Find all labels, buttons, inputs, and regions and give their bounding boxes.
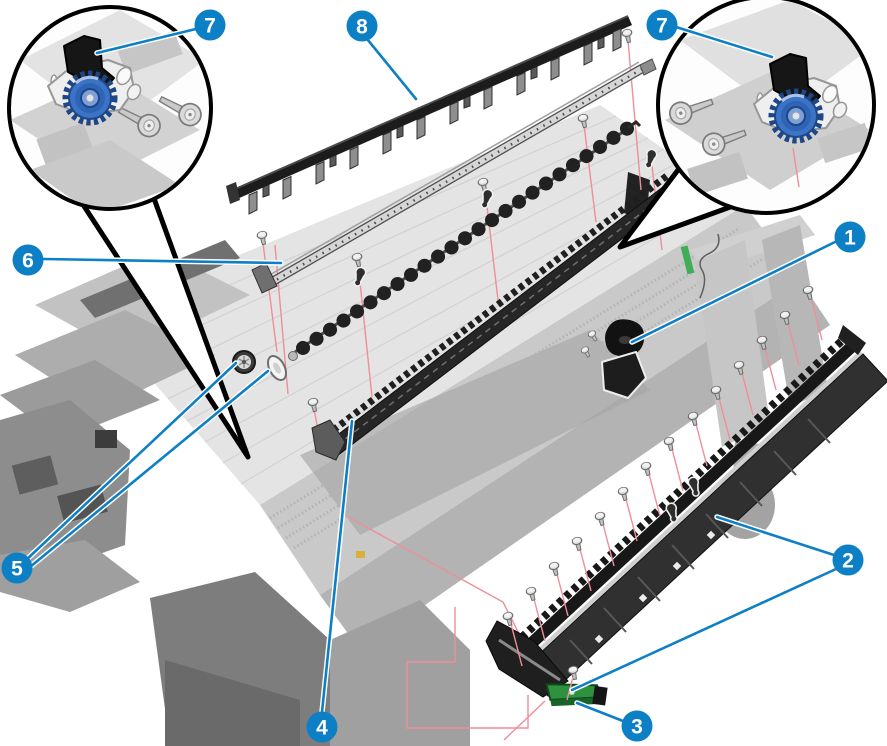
leader-8 bbox=[361, 32, 418, 101]
part-platen-2 bbox=[485, 325, 887, 698]
part-board-3 bbox=[545, 683, 608, 707]
leader-7-right bbox=[674, 25, 774, 59]
screws-part-2 bbox=[501, 284, 823, 667]
leader-6 bbox=[42, 257, 283, 265]
leader-2a bbox=[715, 515, 836, 557]
part-bar-4 bbox=[311, 172, 683, 461]
part-roller-shaft bbox=[288, 120, 642, 361]
callout-badge-2: 2 bbox=[832, 544, 864, 576]
callout-badge-4: 4 bbox=[306, 711, 338, 743]
leader-1 bbox=[630, 239, 839, 344]
callout-badge-6: 6 bbox=[12, 244, 44, 276]
svg-text:6: 6 bbox=[22, 250, 34, 273]
svg-text:3: 3 bbox=[631, 716, 643, 739]
shaft-end bbox=[288, 351, 298, 361]
detail-inset-right bbox=[656, 0, 876, 215]
leader-5b bbox=[28, 369, 270, 569]
leader-lines bbox=[23, 24, 840, 724]
svg-text:1: 1 bbox=[844, 227, 856, 250]
slots bbox=[594, 530, 716, 644]
callout-badge-3: 3 bbox=[621, 710, 653, 742]
green-strip bbox=[680, 245, 695, 275]
yellow-connector bbox=[356, 551, 365, 558]
svg-text:7: 7 bbox=[204, 15, 216, 38]
printer-chassis bbox=[0, 105, 830, 746]
svg-text:7: 7 bbox=[656, 15, 668, 38]
callout-badge-1: 1 bbox=[834, 221, 866, 253]
callout-badges: 7 8 7 1 6 5 2 4 3 bbox=[1, 9, 866, 743]
svg-text:8: 8 bbox=[356, 16, 368, 39]
leader-4 bbox=[320, 419, 354, 714]
shaft-hook bbox=[627, 120, 642, 130]
part-strip-6 bbox=[251, 58, 657, 294]
front-pegs bbox=[248, 27, 622, 215]
leader-5a bbox=[24, 361, 238, 562]
leader-2b bbox=[570, 567, 838, 692]
ribs bbox=[569, 418, 831, 665]
detail-inset-left bbox=[7, 5, 213, 211]
leader-3 bbox=[575, 701, 625, 723]
callout-badge-7-left: 7 bbox=[194, 9, 226, 41]
callout-badge-5: 5 bbox=[1, 552, 33, 584]
part-sensor-1 bbox=[579, 319, 647, 399]
callout-badge-8: 8 bbox=[346, 10, 378, 42]
wire bbox=[699, 233, 720, 299]
part-pulley-5 bbox=[232, 350, 256, 374]
callout-badge-7-right: 7 bbox=[646, 9, 678, 41]
svg-text:5: 5 bbox=[11, 558, 23, 581]
leader-7-left bbox=[95, 26, 202, 55]
svg-text:4: 4 bbox=[316, 717, 328, 740]
part-peg-rail-8 bbox=[226, 15, 632, 215]
svg-text:2: 2 bbox=[842, 550, 854, 573]
